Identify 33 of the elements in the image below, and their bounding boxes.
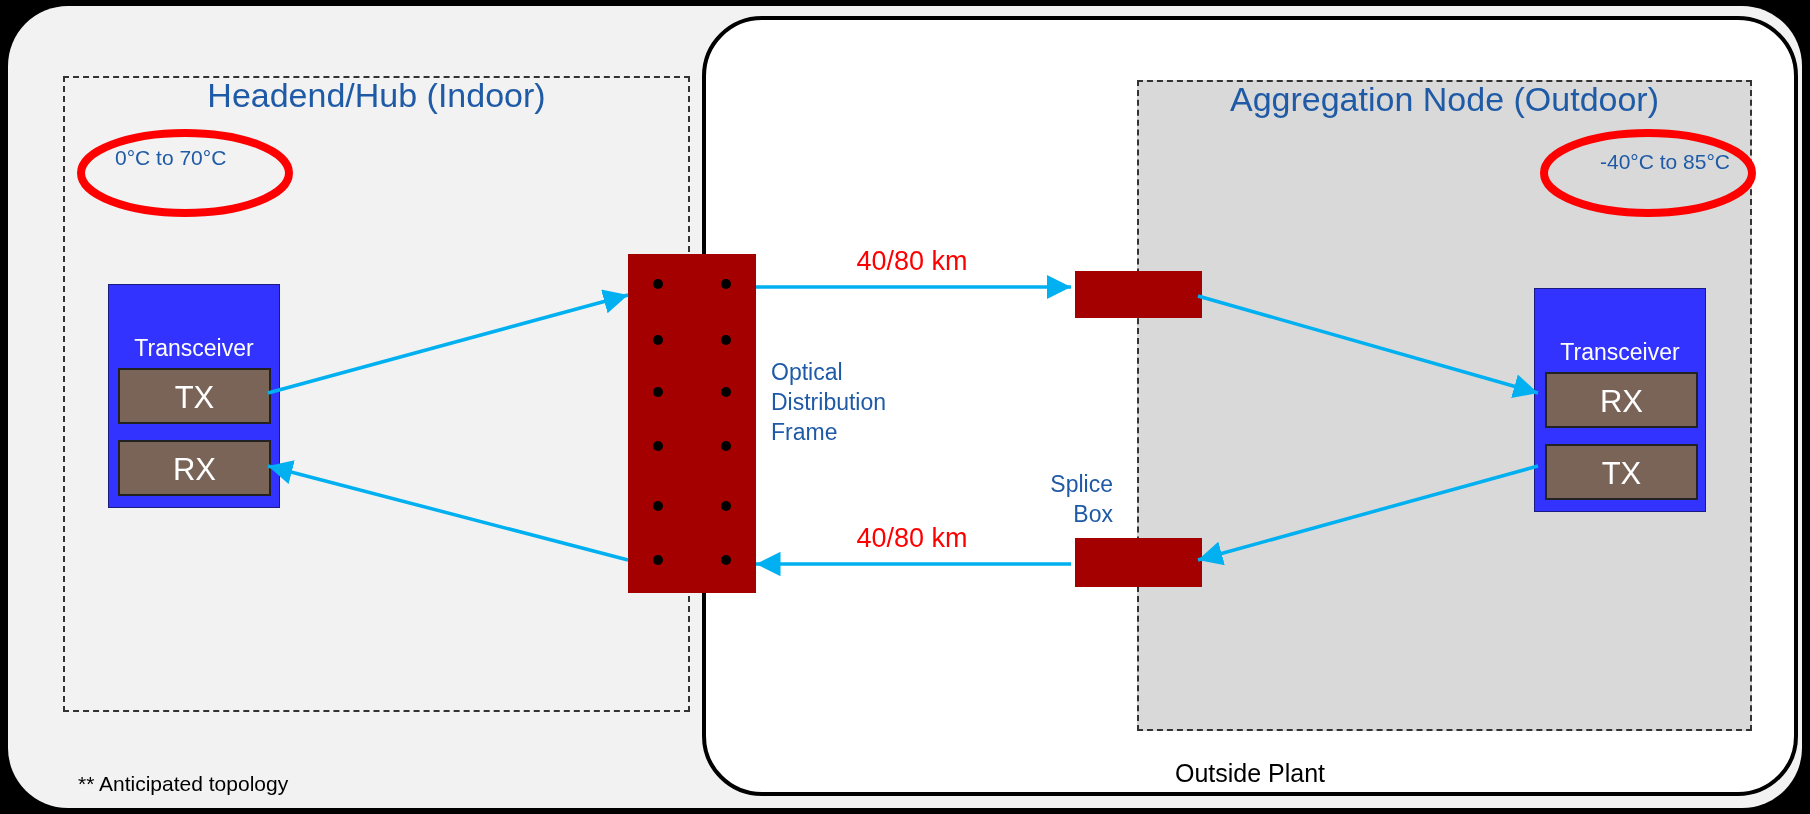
region-label: Outside Plant — [1173, 759, 1327, 788]
arrow — [267, 289, 629, 395]
port-label: RX — [171, 452, 218, 488]
arrow — [1197, 294, 1539, 399]
splice-box — [1075, 271, 1202, 318]
zone-dashed-box — [1137, 80, 1752, 731]
arrow — [267, 460, 629, 562]
module-label: Transceiver — [1559, 339, 1681, 366]
frame-label: Optical Distribution Frame — [771, 358, 888, 447]
port-box — [1545, 444, 1698, 500]
arrow — [756, 274, 1071, 300]
distribution-frame — [628, 254, 756, 593]
module-label: Transceiver — [133, 335, 255, 362]
temperature-range: 0°C to 70°C — [115, 146, 227, 170]
port-box — [118, 440, 271, 496]
edge-label: 40/80 km — [855, 523, 969, 554]
outside-plant-box — [702, 16, 1798, 796]
port-label: TX — [1600, 456, 1643, 492]
splice-box — [1075, 538, 1202, 587]
port-label: RX — [1598, 384, 1645, 420]
temperature-range: -40°C to 85°C — [1599, 150, 1730, 174]
port-box — [1545, 372, 1698, 428]
transceiver-box — [108, 284, 280, 508]
arrow — [756, 551, 1071, 577]
transceiver-box — [1534, 288, 1706, 512]
edge-label: 40/80 km — [855, 246, 969, 277]
zone-title: Headend/Hub (Indoor) — [206, 76, 547, 115]
footnote: ** Anticipated topology — [78, 772, 289, 796]
port-label: TX — [173, 380, 216, 416]
arrow — [1197, 464, 1539, 566]
port-box — [118, 368, 271, 424]
zone-title: Aggregation Node (Outdoor) — [1228, 80, 1660, 119]
frame-label: Splice Box — [1049, 470, 1113, 529]
